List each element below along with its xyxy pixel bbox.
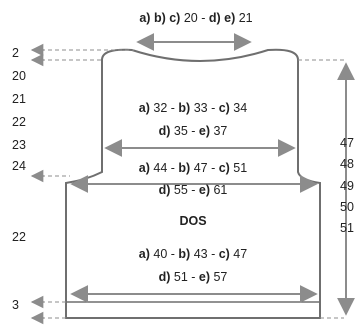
label-segment: 20 - [184,11,209,25]
label-segment: c) [219,247,234,261]
label-segment: 40 - [153,247,178,261]
label-segment: b) [178,101,193,115]
armhole-height-e: 24 [12,159,26,173]
armhole-height-c: 22 [12,115,26,129]
chest-width-label-line1: a) 44 - b) 47 - c) 51 [139,161,247,175]
label-segment: e) [224,11,239,25]
label-segment: b) [178,161,193,175]
upper-width-label-line2: d) 35 - e) 37 [159,124,228,138]
total-height-a: 47 [340,136,354,150]
chest-width-label-line2: d) 55 - e) 61 [159,183,228,197]
armhole-height-a: 20 [12,69,26,83]
label-segment: 57 [213,270,227,284]
neck-height-label: 2 [12,46,19,60]
label-segment: a) [139,247,154,261]
total-height-e: 51 [340,221,354,235]
label-segment: b) [178,247,193,261]
label-segment: 55 - [174,183,199,197]
total-height-b: 48 [340,157,354,171]
upper-width-label-line1: a) 32 - b) 33 - c) 34 [139,101,247,115]
bottom-width-label-line2: d) 51 - e) 57 [159,270,228,284]
armhole-height-d: 23 [12,138,26,152]
total-height-d: 50 [340,200,354,214]
label-segment: e) [199,270,214,284]
label-segment: e) [199,183,214,197]
label-segment: c) [219,161,234,175]
label-segment: a) [139,101,154,115]
body-height-label: 22 [12,230,26,244]
label-segment: 32 - [153,101,178,115]
label-segment: c) [169,11,184,25]
label-segment: 34 [233,101,247,115]
piece-label: DOS [179,214,206,228]
label-segment: d) [209,11,224,25]
label-segment: 61 [213,183,227,197]
label-segment: e) [199,124,214,138]
label-segment: 37 [213,124,227,138]
back-piece-outline [65,48,321,319]
label-segment: a) [139,11,154,25]
neck-width-label: a) b) c) 20 - d) e) 21 [139,11,252,25]
label-segment: 44 - [153,161,178,175]
label-segment: d) [159,124,174,138]
label-segment: 43 - [194,247,219,261]
label-segment: 47 [233,247,247,261]
bottom-width-label-line1: a) 40 - b) 43 - c) 47 [139,247,247,261]
label-segment: c) [219,101,234,115]
label-segment: 51 [233,161,247,175]
armhole-height-b: 21 [12,92,26,106]
total-height-c: 49 [340,179,354,193]
label-segment: 51 - [174,270,199,284]
label-segment: b) [154,11,169,25]
rib-height-label: 3 [12,298,19,312]
label-segment: 35 - [174,124,199,138]
label-segment: d) [159,270,174,284]
label-segment: 33 - [194,101,219,115]
label-segment: 21 [239,11,253,25]
label-segment: d) [159,183,174,197]
label-segment: 47 - [194,161,219,175]
label-segment: a) [139,161,154,175]
